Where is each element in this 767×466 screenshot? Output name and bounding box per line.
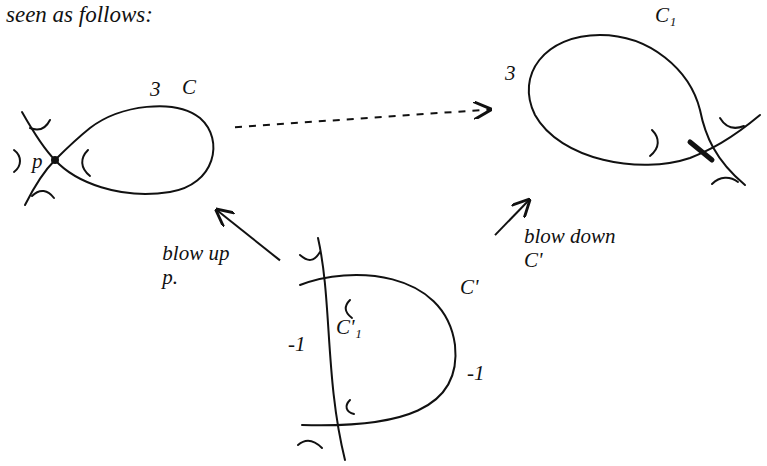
hyperbola-mark <box>347 400 354 414</box>
curve-picture: 3 C₁ <box>490 0 762 200</box>
curve-name: C' <box>460 276 479 299</box>
hyperbola-mark <box>712 178 738 184</box>
loop-curve <box>300 275 456 425</box>
self-intersection-number: -1 <box>467 362 485 385</box>
hyperbola-mark <box>298 441 322 448</box>
arrow-label: blow up p. <box>162 241 240 289</box>
hyperbola-mark <box>32 191 54 198</box>
nodal-curve <box>22 106 213 205</box>
hyperbola-mark <box>300 252 320 260</box>
thick-mark <box>690 142 712 160</box>
point-name: p <box>32 150 43 173</box>
hyperbola-mark <box>650 130 658 156</box>
curve-name: C₁ <box>655 4 676 27</box>
self-intersection-number: -1 <box>288 333 306 356</box>
morphism-arrow <box>495 200 529 235</box>
node-point <box>51 156 59 164</box>
hyperbola-mark <box>14 150 20 172</box>
hyperbola-mark <box>82 150 90 176</box>
note-text: seen as follows: <box>6 2 153 28</box>
exceptional-curve <box>318 238 345 460</box>
curve-picture: -1 C'₁ C' -1 <box>280 230 495 462</box>
hyperbola-mark <box>720 118 744 128</box>
self-intersection-number: 3 <box>150 78 161 101</box>
rational-map-arrow <box>235 109 490 127</box>
hyperbola-mark <box>30 120 50 130</box>
self-intersection-number: 3 <box>505 62 516 85</box>
curve-name: C'₁ <box>336 316 362 339</box>
curve-picture: 3Cp <box>10 60 235 210</box>
nodal-curve <box>529 35 760 185</box>
arrow-label: blow down C' <box>524 224 620 272</box>
curve-name: C <box>182 76 196 99</box>
